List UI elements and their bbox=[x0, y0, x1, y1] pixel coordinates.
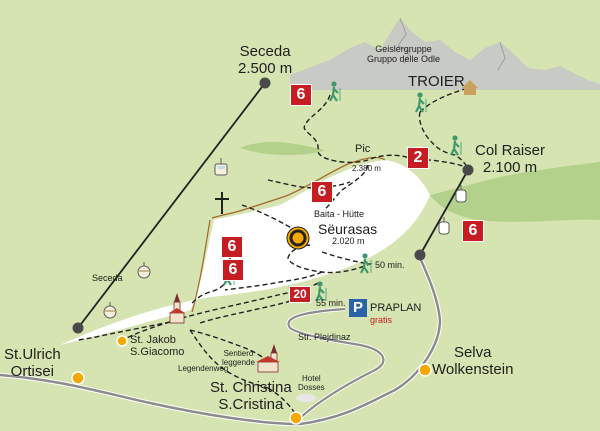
seceda-lift-line bbox=[77, 82, 266, 329]
trail-badge: 6 bbox=[222, 259, 244, 281]
sentiero-line1: Sentiero bbox=[223, 349, 254, 358]
pic-altitude: 2.380 m bbox=[352, 164, 381, 173]
hut-icon bbox=[462, 80, 478, 95]
mountain-shading bbox=[397, 17, 506, 71]
selva-line1: Selva bbox=[453, 344, 492, 361]
lift-station-icon bbox=[414, 249, 426, 261]
town-dot-icon bbox=[71, 371, 85, 385]
hiker-icon bbox=[360, 253, 372, 274]
seceda-name: Seceda bbox=[239, 43, 291, 60]
town-dot-icon bbox=[289, 411, 303, 425]
troier-label: TROIER bbox=[408, 73, 465, 90]
seceda-summit-label: Seceda 2.500 m bbox=[238, 43, 293, 77]
praplan-note: gratis bbox=[370, 315, 393, 325]
selva-line2: Wolkenstein bbox=[432, 360, 514, 378]
christina-line1: St. Christina bbox=[210, 379, 292, 396]
st-jakob-label: St. Jakob S.Giacomo bbox=[130, 334, 184, 358]
trail-badge: 6 bbox=[311, 181, 333, 203]
church-icon bbox=[256, 344, 280, 373]
lift-station-icon bbox=[259, 77, 271, 89]
str-plejdinaz-label: Str. Plejdinaz bbox=[298, 332, 351, 342]
christina-line2: S.Cristina bbox=[218, 395, 284, 413]
hiker-icon bbox=[315, 281, 327, 302]
ortisei-line2: Ortisei bbox=[10, 362, 55, 380]
col-raiser-label: Col Raiser 2.100 m bbox=[475, 142, 546, 176]
gondola-cabin-icon bbox=[438, 217, 450, 235]
praplan-road bbox=[287, 307, 385, 419]
seurasas-altitude: 2.020 m bbox=[332, 236, 365, 246]
st-jakob-line1: St. Jakob bbox=[130, 334, 176, 346]
geisler-label: Geislergruppe Gruppo delle Odle bbox=[367, 44, 441, 65]
col-raiser-altitude: 2.100 m bbox=[482, 158, 538, 176]
gondola-cabin-icon bbox=[137, 262, 151, 279]
col-raiser-name: Col Raiser bbox=[475, 142, 546, 159]
hiker-icon bbox=[329, 81, 341, 102]
christina-label: St. Christina S.Cristina bbox=[210, 379, 292, 413]
lift-station-icon bbox=[72, 322, 84, 334]
legendenweg-label: Legendenweg bbox=[178, 364, 229, 373]
col-raiser-lift-line bbox=[419, 169, 469, 256]
hiker-icon bbox=[450, 135, 462, 156]
hotel-line1: Hotel bbox=[302, 374, 321, 383]
hotel-marker bbox=[296, 394, 316, 402]
target-marker-icon bbox=[286, 226, 310, 250]
snow-field bbox=[60, 160, 430, 345]
trail-badge: 2 bbox=[407, 147, 429, 169]
time-50-label: 50 min. bbox=[375, 260, 405, 270]
church-icon bbox=[169, 293, 185, 324]
meadow-patch bbox=[240, 142, 325, 155]
ortisei-label: St.Ulrich Ortisei bbox=[4, 346, 61, 380]
hill-edge bbox=[211, 156, 386, 219]
geisler-line1: Geislergruppe bbox=[375, 44, 432, 54]
selva-label: Selva Wolkenstein bbox=[432, 344, 514, 378]
ortisei-line1: St.Ulrich bbox=[4, 346, 61, 363]
gondola-cabin-icon bbox=[214, 158, 228, 176]
parking-icon: P bbox=[349, 299, 367, 317]
mountain-ridge bbox=[290, 18, 600, 90]
trail-badge: 6 bbox=[290, 84, 312, 106]
hotel-line2: Dosses bbox=[298, 382, 325, 392]
lift-station-icon bbox=[462, 164, 474, 176]
pic-name: Pic bbox=[355, 143, 371, 155]
town-dot-icon bbox=[418, 363, 432, 377]
trail-badge: 6 bbox=[221, 236, 243, 258]
time-55-label: 55 min. bbox=[316, 298, 346, 308]
praplan-name: PRAPLAN bbox=[370, 302, 422, 314]
gondola-cabin-icon bbox=[455, 185, 467, 203]
seceda-lift-label: Seceda bbox=[92, 273, 123, 283]
summit-cross-icon bbox=[215, 192, 229, 214]
trail-badge: 6 bbox=[462, 220, 484, 242]
hut-type-label: Baita - Hütte bbox=[314, 209, 365, 219]
hotel-label: Hotel Dosses bbox=[298, 374, 325, 393]
seurasas-name: Sëurasas bbox=[318, 221, 378, 237]
sentiero-line2: leggende bbox=[222, 357, 255, 367]
trail-badge: 20 bbox=[289, 286, 311, 303]
hill-edge-left bbox=[191, 219, 211, 313]
meadow-band bbox=[430, 162, 600, 222]
sentiero-label: Sentiero leggende bbox=[222, 349, 255, 368]
gondola-cabin-icon bbox=[103, 302, 117, 319]
geisler-line2: Gruppo delle Odle bbox=[367, 53, 441, 64]
town-dot-icon bbox=[116, 335, 128, 347]
main-road bbox=[0, 257, 442, 426]
seceda-altitude: 2.500 m bbox=[238, 59, 293, 77]
st-jakob-line2: S.Giacomo bbox=[130, 346, 185, 359]
hiker-icon bbox=[415, 92, 427, 113]
